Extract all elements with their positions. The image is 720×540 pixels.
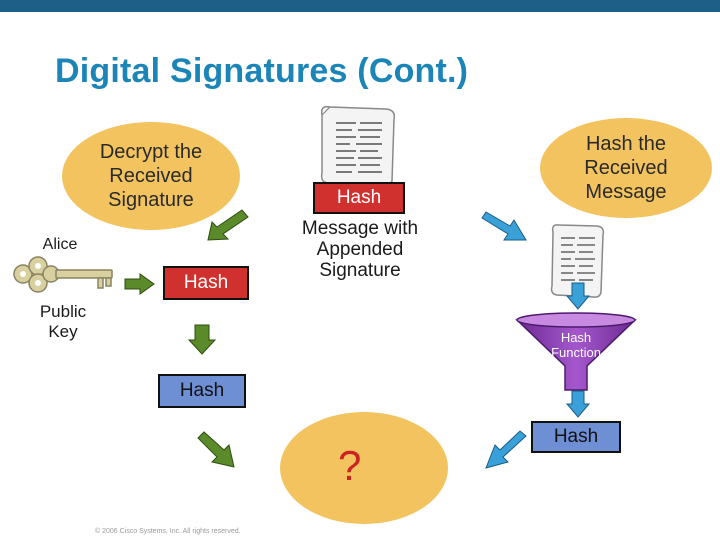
message-document-icon (320, 105, 396, 187)
copyright-footer: © 2006 Cisco Systems, Inc. All rights re… (95, 528, 241, 535)
arrow-to-funnel-icon (565, 282, 591, 310)
hash-function-label: Hash Function (551, 330, 601, 360)
arrow-down-icon (187, 324, 217, 355)
message-label: Message with Appended Signature (301, 218, 419, 281)
decrypted-hash-box: Hash (158, 374, 246, 408)
arrow-from-funnel-icon (565, 390, 591, 418)
computed-hash-box: Hash (531, 421, 621, 453)
arrow-right-icon (124, 273, 155, 295)
signature-hash-box: Hash (163, 266, 249, 300)
arrow-to-compare-icon (485, 430, 527, 469)
arrow-down-left-icon (207, 209, 249, 241)
hash-function-funnel-icon (515, 312, 637, 391)
arrow-to-hash-oval-icon (481, 211, 527, 241)
slide-title: Digital Signatures (Cont.) (55, 52, 469, 90)
decrypt-signature-oval: Decrypt the Received Signature (62, 122, 240, 230)
public-key-label: Public Key (39, 302, 87, 341)
compare-oval (280, 412, 448, 524)
alice-label: Alice (42, 236, 78, 253)
received-message-document-icon (550, 224, 605, 298)
key-icon (13, 256, 113, 293)
arrow-down-right-icon (197, 431, 235, 468)
question-mark: ? (338, 442, 362, 489)
top-bar (0, 0, 720, 12)
hash-received-message-oval: Hash the Received Message (540, 118, 712, 218)
appended-signature-hash-box: Hash (313, 182, 405, 214)
